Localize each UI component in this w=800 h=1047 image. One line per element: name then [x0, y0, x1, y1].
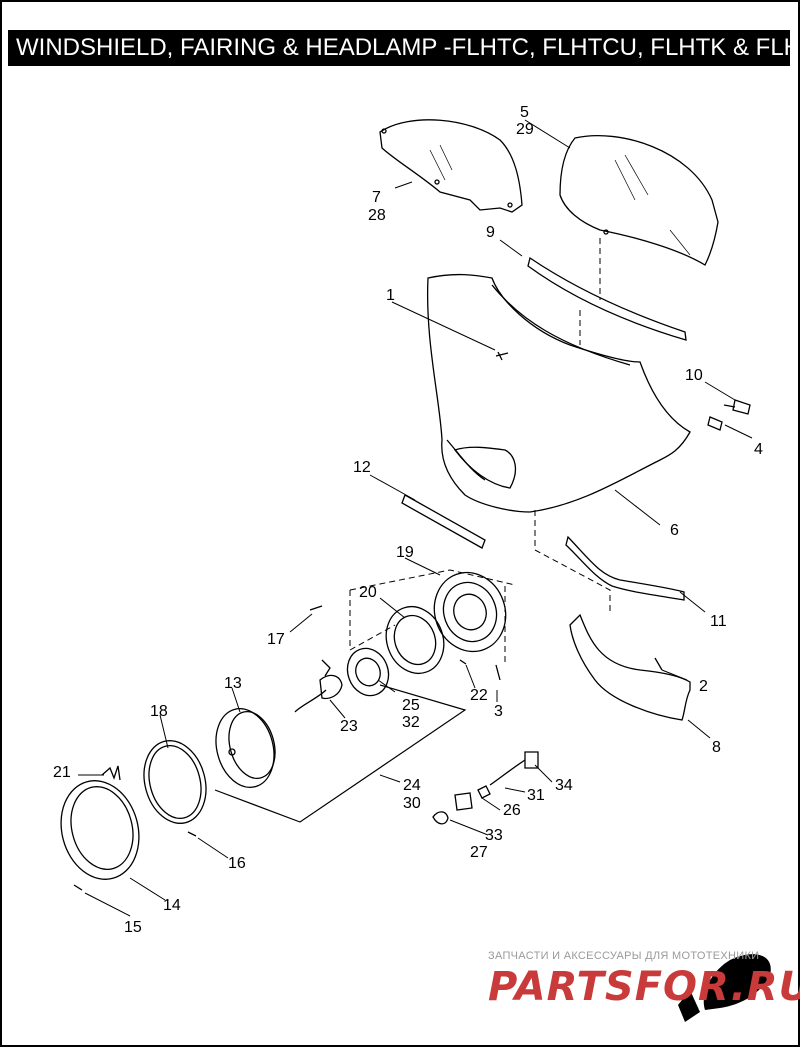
- wire-31: [489, 759, 526, 786]
- callout-27: 27: [470, 844, 488, 861]
- callout-1: 1: [386, 287, 395, 304]
- callout-9: 9: [486, 224, 495, 241]
- watermark-helmet-icon: [678, 954, 771, 1022]
- callout-12: 12: [353, 459, 371, 476]
- callout-31: 31: [527, 787, 545, 804]
- callout-6: 6: [670, 522, 679, 539]
- callout-18: 18: [150, 703, 168, 720]
- screw-22: [459, 659, 467, 665]
- watermark-logo: PARTSFOR.RU: [488, 964, 800, 1010]
- retaining-ring: [143, 740, 207, 824]
- callout-19: 19: [396, 544, 414, 561]
- bulb-housing: [346, 647, 390, 697]
- trim-strip: [527, 256, 687, 341]
- fairing: [426, 273, 691, 513]
- bulb-23: [294, 674, 343, 713]
- socket-26: [477, 785, 491, 799]
- callout-11: 11: [710, 613, 727, 630]
- callout-3: 3: [494, 703, 503, 720]
- callout-20: 20: [359, 584, 377, 601]
- strip-12: [401, 494, 486, 549]
- nut-4: [707, 416, 723, 431]
- bracket-ring-20: [385, 605, 445, 675]
- screw-2: [654, 657, 663, 671]
- callout-34: 34: [555, 777, 573, 794]
- screw-16: [187, 831, 197, 837]
- callout-15: 15: [124, 919, 142, 936]
- callout-29: 29: [516, 121, 534, 138]
- bracket-8: [569, 613, 691, 721]
- callout-10: 10: [685, 367, 703, 384]
- callout-5: 5: [520, 104, 529, 121]
- page-title: WINDSHIELD, FAIRING & HEADLAMP -FLHTC, F…: [8, 30, 790, 66]
- callout-17: 17: [267, 631, 285, 648]
- socket-33: [454, 792, 473, 811]
- callout-7: 7: [372, 189, 381, 206]
- trim-ring: [60, 780, 140, 880]
- windshield-large: [559, 135, 719, 266]
- bulb-27: [432, 811, 449, 825]
- screw-3: [495, 664, 501, 681]
- callout-2: 2: [699, 678, 708, 695]
- callout-24: 24: [403, 777, 421, 794]
- bracket-11: [565, 535, 685, 601]
- clip-21: [101, 765, 121, 781]
- callout-13: 13: [224, 675, 242, 692]
- callout-28: 28: [368, 207, 386, 224]
- watermark-caption: ЗАПЧАСТИ И АКСЕССУАРЫ ДЛЯ МОТОТЕХНИКИ: [488, 950, 760, 962]
- screw-1: [495, 351, 509, 361]
- callout-16: 16: [228, 855, 246, 872]
- headlamp-mount: [433, 571, 507, 653]
- callout-26: 26: [503, 802, 521, 819]
- screw-17: [309, 605, 323, 611]
- callout-23: 23: [340, 718, 358, 735]
- callout-32: 32: [402, 714, 420, 731]
- callout-8: 8: [712, 739, 721, 756]
- callout-25: 25: [402, 697, 420, 714]
- callout-14: 14: [163, 897, 181, 914]
- screw-10: [723, 399, 751, 415]
- screw-15: [73, 884, 83, 891]
- windshield-small: [379, 119, 523, 213]
- callout-4: 4: [754, 441, 763, 458]
- callout-22: 22: [470, 687, 488, 704]
- sealed-beam: [215, 708, 275, 788]
- callout-33: 33: [485, 827, 503, 844]
- callout-21: 21: [53, 764, 71, 781]
- callout-30: 30: [403, 795, 421, 812]
